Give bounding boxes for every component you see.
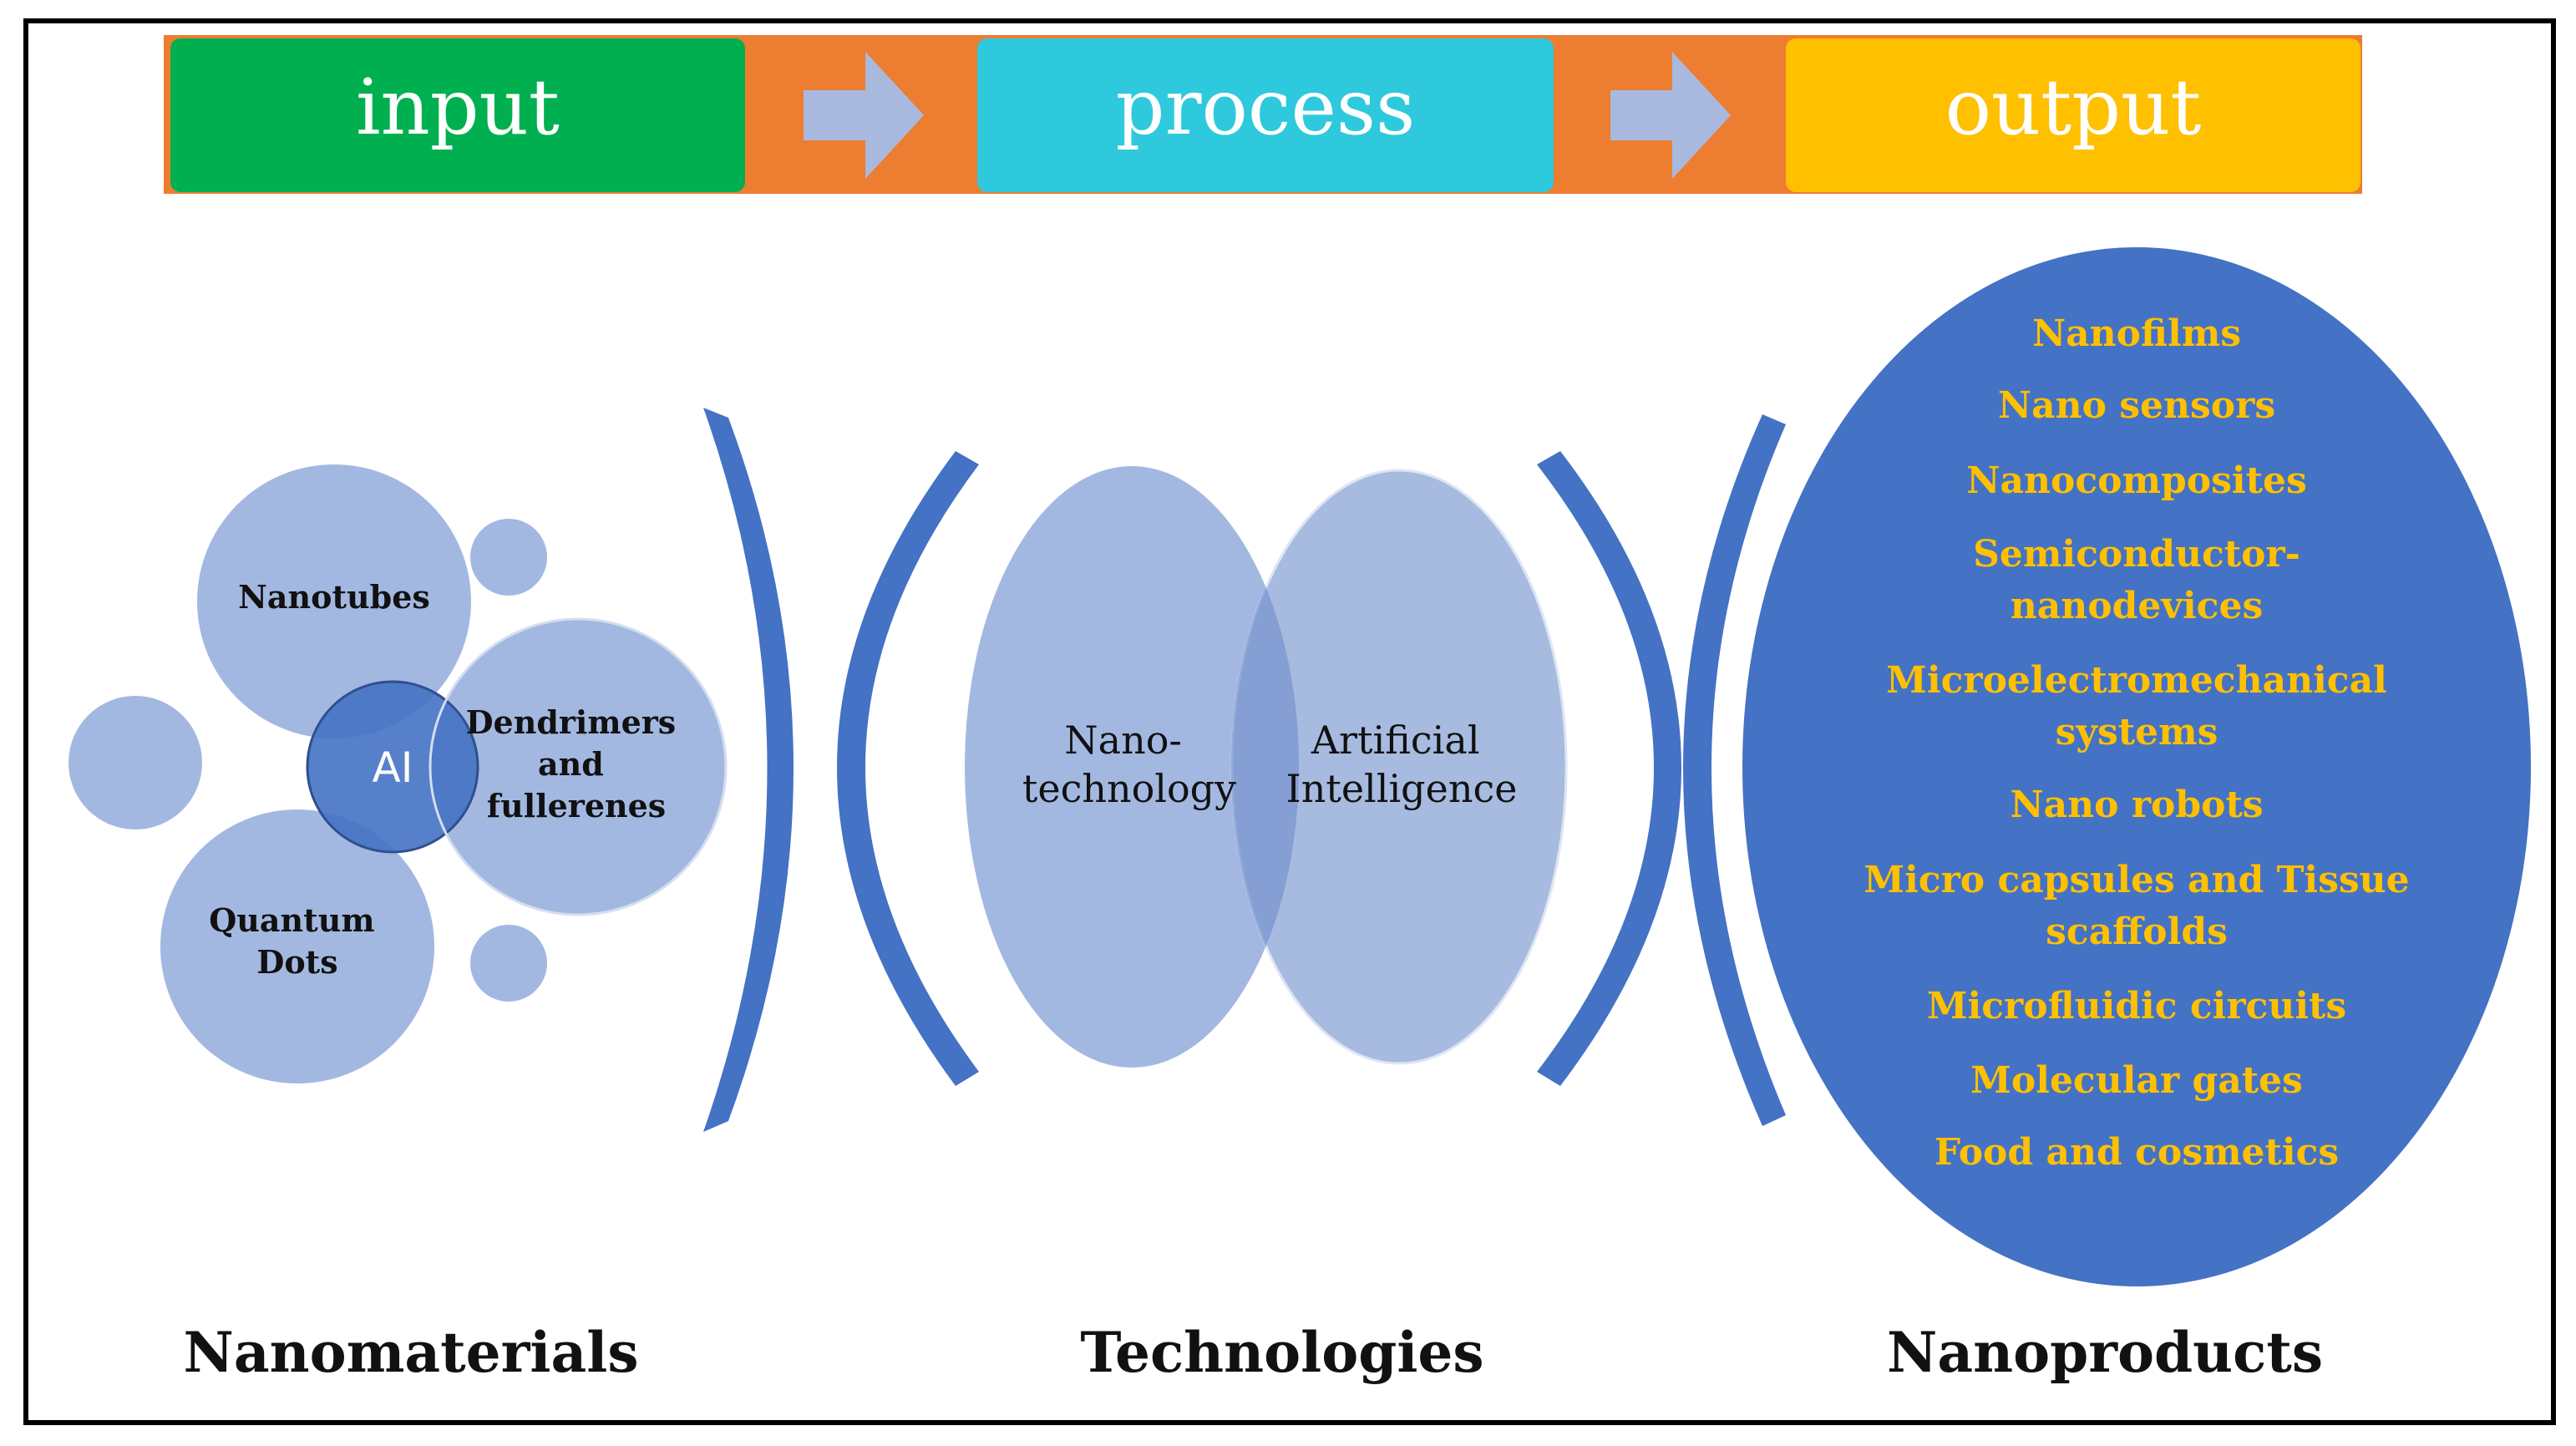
satellite-circle	[470, 519, 547, 596]
nanoproduct-item: Semiconductor-	[1973, 533, 2300, 576]
process-box	[977, 38, 1554, 192]
arrow-right-icon	[1610, 52, 1731, 179]
dendrimers-label-line: Dendrimers	[466, 703, 677, 741]
quantum-dots-circle	[160, 809, 434, 1083]
artificial-intelligence-label: Artificial Intelligence	[1286, 718, 1518, 811]
bracket-arcs	[703, 408, 1786, 1132]
process-label: process	[1116, 63, 1416, 152]
nanoproduct-item: Molecular gates	[1970, 1059, 2303, 1102]
nanoproducts-caption: Nanoproducts	[1887, 1320, 2323, 1385]
captions: Nanomaterials Technologies Nanoproducts	[183, 1320, 2323, 1385]
nanoproduct-item: scaffolds	[2046, 911, 2228, 953]
nanoproduct-item: systems	[2056, 711, 2219, 753]
artificial-intelligence-label-line: Intelligence	[1286, 766, 1518, 811]
left-bracket-arc	[1683, 414, 1786, 1126]
nanoproduct-item: Micro capsules and Tissue	[1864, 859, 2409, 901]
nanotubes-circle	[197, 464, 471, 738]
output-box	[1786, 38, 2360, 192]
quantum-dots-label-line: Dots	[256, 943, 337, 981]
dendrimers-label-line: fullerenes	[487, 787, 666, 824]
input-label: input	[356, 63, 560, 152]
nanoproduct-item: Nanocomposites	[1966, 459, 2306, 502]
satellite-circle	[470, 925, 547, 1002]
flow-bar: input process output	[164, 35, 2362, 194]
nanotechnology-ellipse	[965, 466, 1299, 1068]
nanomaterials-cluster: AI Nanotubes Dendrimers and fullerenes Q…	[68, 464, 728, 1083]
nanoproduct-item: Nano sensors	[1998, 384, 2275, 427]
nanotechnology-label: Nano- technology	[1022, 718, 1236, 811]
nanoproduct-item: Food and cosmetics	[1935, 1131, 2339, 1174]
nanoproduct-item: Microelectromechanical	[1886, 659, 2387, 702]
nanotechnology-label-line: Nano-	[1064, 718, 1182, 763]
nanoproduct-item: Microfluidic circuits	[1927, 985, 2346, 1027]
venn-intersection	[1230, 586, 1299, 947]
dendrimers-outline	[428, 617, 728, 916]
satellite-circle	[68, 696, 202, 830]
right-bracket-arc	[1537, 451, 1681, 1086]
nanoproduct-item: Nanofilms	[2032, 312, 2241, 355]
dendrimers-circle	[430, 619, 726, 915]
artificial-intelligence-label-line: Artificial	[1311, 718, 1480, 763]
dendrimers-label: Dendrimers and fullerenes	[466, 703, 687, 824]
quantum-dots-label-line: Quantum	[209, 901, 374, 939]
quantum-dots-label: Quantum Dots	[209, 901, 386, 981]
nanoproducts-ellipse	[1742, 247, 2531, 1286]
nanomaterials-caption: Nanomaterials	[183, 1320, 638, 1385]
dendrimers-label-line: and	[538, 745, 604, 783]
technologies-caption: Technologies	[1080, 1320, 1483, 1385]
right-bracket-arc	[703, 408, 794, 1132]
nanoproduct-item: nanodevices	[2011, 585, 2263, 627]
technologies-venn: Nano- technology Artificial Intelligence	[965, 466, 1568, 1068]
ai-center-label: AI	[373, 743, 413, 792]
nanoproduct-item: Nano robots	[2010, 784, 2263, 826]
input-box	[170, 38, 745, 192]
left-bracket-arc	[837, 451, 979, 1086]
nanotechnology-label-line: technology	[1022, 766, 1236, 811]
nanotubes-label: Nanotubes	[238, 578, 430, 616]
output-label: output	[1945, 63, 2202, 152]
arrow-right-icon	[804, 52, 924, 179]
